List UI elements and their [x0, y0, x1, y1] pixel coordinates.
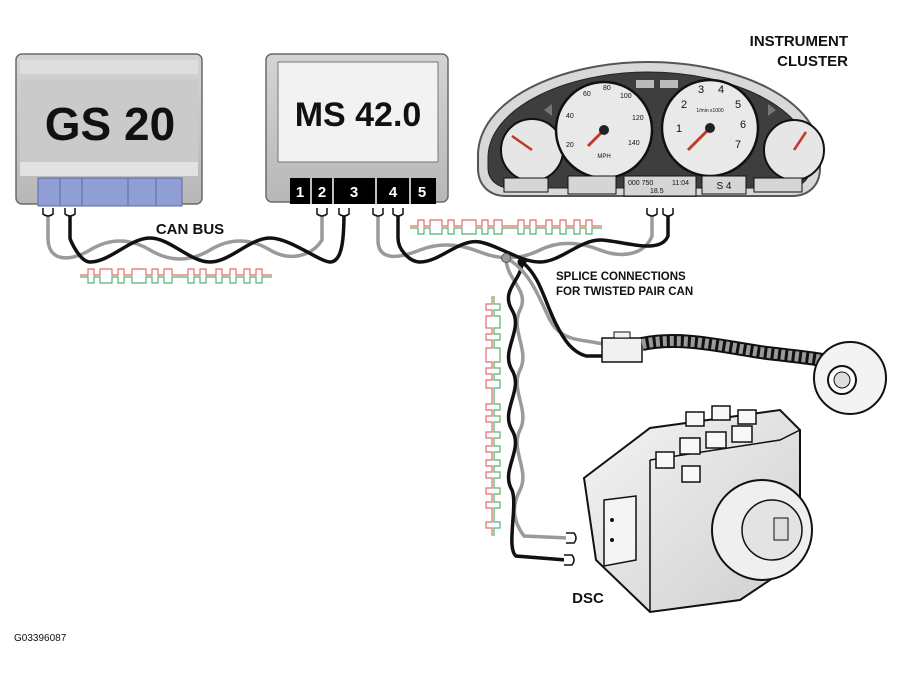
tacho-tick-7: 7: [735, 139, 741, 151]
turn-left-icon: [544, 104, 552, 116]
clock-value: 11:04: [672, 180, 689, 187]
gs20-module: GS 20: [15, 53, 203, 207]
splice-label-line1: SPLICE CONNECTIONS: [556, 271, 686, 283]
speed-unit: MPH: [597, 154, 610, 160]
cluster-label-line1: INSTRUMENT: [750, 33, 848, 50]
splice-label-line2: FOR TWISTED PAIR CAN: [556, 286, 693, 298]
dsc-terminals: [564, 532, 577, 566]
tacho-tick-1: 1: [676, 123, 682, 135]
speedo-tick-140: 140: [628, 140, 640, 147]
gs20-connector: [37, 177, 183, 207]
tacho-unit: 1/min x1000: [696, 108, 723, 114]
gs20-label: GS 20: [45, 98, 175, 150]
dsc-unit: [582, 405, 813, 614]
dsc-label: DSC: [572, 590, 604, 607]
indicator-icon: [660, 80, 678, 88]
wire-terminals: [42, 208, 674, 217]
indicator-icon: [636, 80, 654, 88]
ms42-module: MS 42.0 1 2 3 4 5: [265, 53, 449, 204]
steering-angle-sensor: [601, 331, 887, 415]
can-signal-waveform-left: [80, 268, 272, 284]
ms42-label: MS 42.0: [295, 96, 422, 134]
tacho-tick-5: 5: [735, 99, 741, 111]
turn-right-icon: [768, 104, 776, 116]
ms42-pin-connector: 1 2 3 4 5: [290, 178, 436, 204]
can-bus-wiring: [46, 210, 670, 562]
speedo-tick-20: 20: [566, 142, 574, 149]
cluster-label-line2: CLUSTER: [777, 53, 848, 70]
ms42-pin-2: 2: [318, 184, 326, 201]
speedo-tick-100: 100: [620, 93, 632, 100]
speedo-tick-40: 40: [566, 113, 574, 120]
gear-display: [701, 175, 747, 195]
odometer-display: [623, 175, 697, 197]
tacho-tick-6: 6: [740, 119, 746, 131]
ms42-pin-4: 4: [389, 184, 398, 201]
ms42-pin-5: 5: [418, 184, 426, 201]
speedo-tick-60: 60: [583, 91, 591, 98]
trip-value: 18.5: [650, 188, 664, 195]
instrument-cluster: 20 40 60 80 100 120 140 MPH 1 2 3 4 5 6 …: [476, 60, 825, 197]
gear-value: S 4: [716, 181, 731, 192]
tacho-tick-2: 2: [681, 99, 687, 111]
dsc-connector: [603, 495, 637, 567]
ms42-pin-1: 1: [296, 184, 304, 201]
tacho-tick-4: 4: [718, 84, 724, 96]
can-signal-waveform-right: [410, 219, 602, 235]
check-control-display: [567, 175, 617, 195]
odometer-value: 000 750: [628, 180, 653, 187]
tacho-tick-3: 3: [698, 84, 704, 96]
can-bus-label: CAN BUS: [156, 221, 224, 238]
splice-point: [501, 253, 511, 263]
can-signal-waveform-vertical: [485, 296, 501, 536]
ms42-pin-3: 3: [350, 184, 358, 201]
speedo-tick-80: 80: [603, 85, 611, 92]
figure-id: G03396087: [14, 633, 67, 644]
speedo-tick-120: 120: [632, 115, 644, 122]
splice-point: [517, 257, 527, 267]
